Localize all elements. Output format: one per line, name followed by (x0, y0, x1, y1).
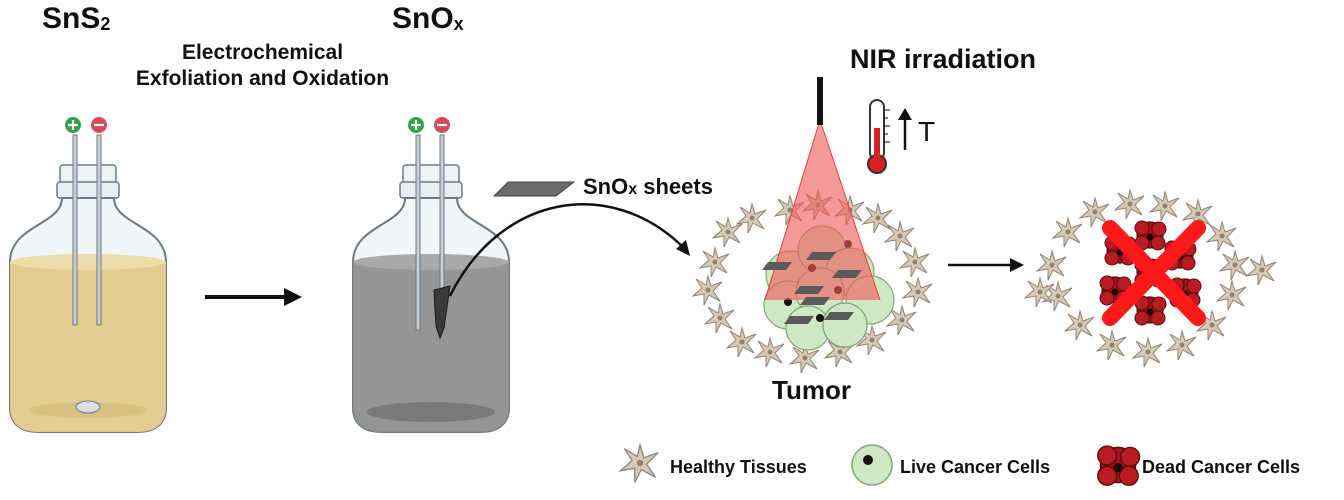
nir-irradiation-label: NIR irradiation (850, 44, 1037, 74)
sns2-label: SnS2 (42, 2, 111, 35)
healthy-tissue-icon (619, 444, 659, 484)
sns2-bottle (9, 134, 167, 433)
injection-arrow (448, 203, 690, 297)
dead-cancer-cell-icon (1096, 445, 1141, 487)
snox-label: SnOx (392, 2, 464, 35)
legend-healthy-tissues: Healthy Tissues (670, 457, 807, 477)
tumor-snox-sheets (762, 252, 862, 324)
process-label: Electrochemical Exfoliation and Oxidatio… (110, 40, 415, 92)
plus-electrode-icon (65, 117, 81, 133)
cancel-cross-icon (1102, 220, 1206, 326)
legend-live-cancer-cells: Live Cancer Cells (900, 457, 1051, 477)
minus-electrode-icon (91, 117, 107, 133)
live-cancer-cell-icon (851, 444, 893, 486)
temperature-up-arrow-icon (898, 108, 912, 150)
process-arrow-1 (205, 288, 302, 306)
snox-sheets-label: SnOx sheets (583, 174, 713, 199)
legend-dead-cancer-cells: Dead Cancer Cells (1142, 457, 1301, 477)
thermometer-icon (867, 99, 890, 174)
snox-sheet-icon (492, 181, 576, 197)
process-label-line2: Exfoliation and Oxidation (135, 67, 390, 90)
snox-bottle (352, 134, 510, 433)
plus-electrode-icon-2 (408, 117, 424, 133)
process-label-line1: Electrochemical (181, 41, 344, 64)
minus-electrode-icon-2 (434, 117, 450, 133)
process-arrow-2 (948, 258, 1024, 272)
temperature-label: T (918, 116, 936, 147)
tumor-label: Tumor (772, 375, 851, 405)
